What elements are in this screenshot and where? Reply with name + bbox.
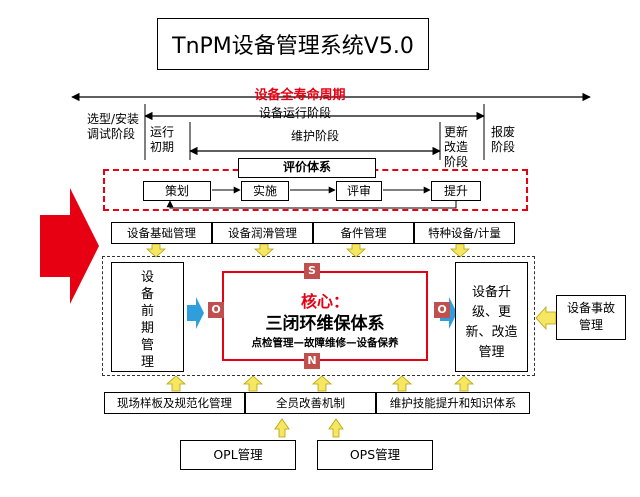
right-box-text: 设备升级、更新、改造管理 — [465, 285, 518, 360]
evaluation-label: 评价体系 — [238, 158, 376, 178]
accident-arrow — [535, 305, 557, 331]
tool-opl: OPL管理 — [180, 440, 296, 470]
maintenance-stage-label: 维护阶段 — [290, 129, 339, 143]
lifecycle-title: 设备全寿命周期 — [254, 88, 346, 103]
core-box — [222, 271, 428, 361]
category-basic: 设备基础管理 — [111, 222, 212, 244]
core-system: 三闭环维保体系 — [265, 314, 385, 334]
step-review: 评审 — [336, 181, 382, 201]
category-special: 特种设备/计量 — [414, 222, 515, 244]
phase-upgrade: 更新改造阶段 — [444, 125, 469, 169]
category-spare-parts: 备件管理 — [313, 222, 414, 244]
mark-s: S — [304, 263, 320, 279]
bottom-improvement: 全员改善机制 — [245, 392, 376, 414]
accident-text: 设备事故管理 — [566, 301, 615, 332]
mark-o-left: O — [208, 302, 224, 318]
bottom-skills: 维护技能提升和知识体系 — [376, 392, 530, 414]
step-improve: 提升 — [431, 181, 481, 201]
category-lubrication: 设备润滑管理 — [212, 222, 313, 244]
phase-scrap: 报废阶段 — [491, 125, 516, 154]
run-stage-label: 设备运行阶段 — [258, 106, 331, 120]
phase-early-run: 运行初期 — [150, 125, 175, 154]
main-frame — [102, 256, 535, 376]
core-subtitle: 点检管理—故障维修—设备保养 — [251, 337, 399, 349]
system-title-box: TnPM设备管理系统V5.0 — [157, 18, 429, 70]
step-implement: 实施 — [241, 181, 289, 201]
blue-arrow-left — [187, 297, 204, 329]
tool-ops: OPS管理 — [317, 440, 433, 470]
system-title: TnPM设备管理系统V5.0 — [172, 34, 414, 59]
bottom-site-model: 现场样板及规范化管理 — [104, 392, 245, 414]
big-red-arrow — [40, 188, 99, 304]
right-box: 设备升级、更新、改造管理 — [455, 262, 528, 372]
yellow-down-arrows — [145, 243, 471, 258]
phase-selection: 选型/安装调试阶段 — [87, 112, 140, 141]
mark-n: N — [304, 353, 320, 369]
accident-box: 设备事故管理 — [556, 295, 626, 340]
step-plan: 策划 — [143, 181, 211, 201]
core-title: 核心： — [300, 292, 349, 311]
left-box-text: 设备前期管理 — [140, 270, 154, 370]
yellow-up-arrows — [165, 375, 475, 438]
left-box: 设备前期管理 — [111, 262, 184, 372]
mark-o-right: O — [434, 302, 450, 318]
